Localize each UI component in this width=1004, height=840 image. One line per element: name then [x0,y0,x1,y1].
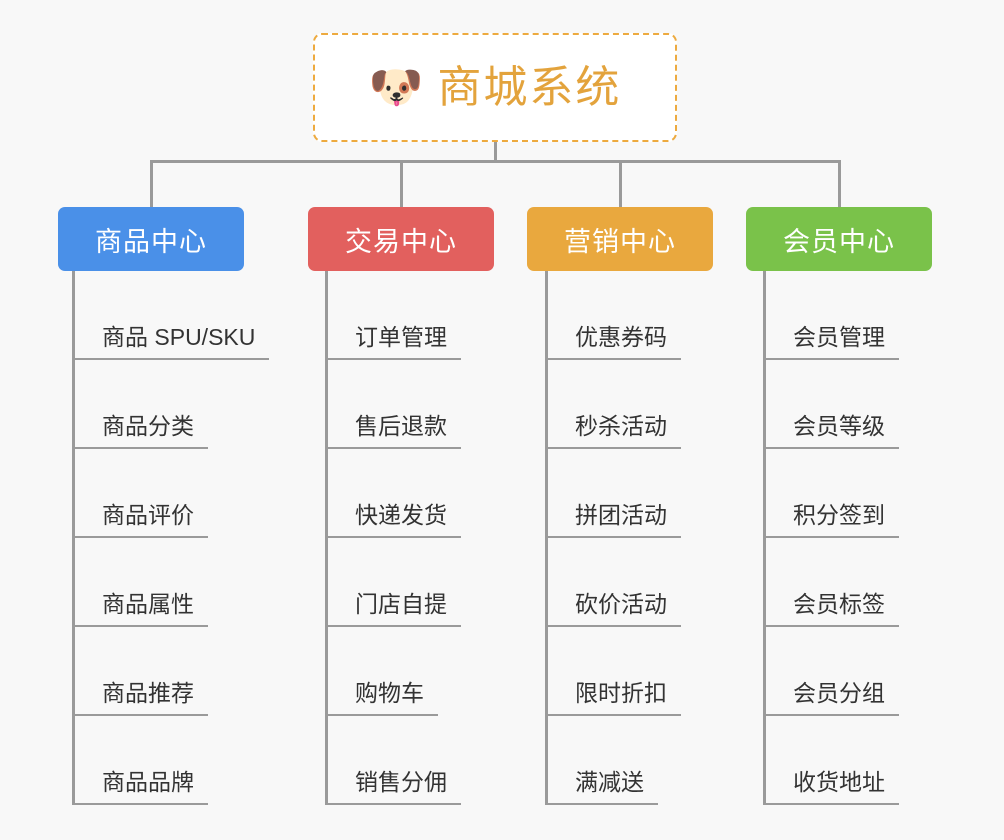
leaf-item-member-center-0[interactable]: 会员管理 [763,324,899,360]
leaf-row: 门店自提 [325,538,461,627]
leaf-item-product-center-2[interactable]: 商品评价 [72,502,208,538]
leaf-row: 收货地址 [763,716,899,805]
leaf-item-trade-center-4[interactable]: 购物车 [325,680,438,716]
leaf-item-marketing-center-3[interactable]: 砍价活动 [545,591,681,627]
leaf-row: 拼团活动 [545,449,681,538]
connector-root-stem [494,142,497,163]
shiba-dog-face-icon: 🐶 [368,61,424,113]
leaf-item-member-center-1[interactable]: 会员等级 [763,413,899,449]
category-header-trade-center[interactable]: 交易中心 [308,207,494,271]
leaf-item-marketing-center-1[interactable]: 秒杀活动 [545,413,681,449]
leaf-item-member-center-5[interactable]: 收货地址 [763,769,899,805]
leaf-row: 商品属性 [72,538,208,627]
leaf-item-product-center-3[interactable]: 商品属性 [72,591,208,627]
leaf-item-trade-center-0[interactable]: 订单管理 [325,324,461,360]
leaf-item-member-center-3[interactable]: 会员标签 [763,591,899,627]
leaf-row: 商品评价 [72,449,208,538]
category-header-label: 会员中心 [783,226,895,257]
leaf-row: 快递发货 [325,449,461,538]
leaf-row: 订单管理 [325,271,461,360]
leaf-row: 销售分佣 [325,716,461,805]
leaf-row: 商品品牌 [72,716,208,805]
leaf-row: 限时折扣 [545,627,681,716]
leaf-row: 会员等级 [763,360,899,449]
leaf-row: 积分签到 [763,449,899,538]
leaf-row: 砍价活动 [545,538,681,627]
leaf-row: 商品 SPU/SKU [72,271,270,360]
leaf-row: 满减送 [545,716,658,805]
category-header-marketing-center[interactable]: 营销中心 [527,207,713,271]
leaf-item-product-center-5[interactable]: 商品品牌 [72,769,208,805]
leaf-row: 购物车 [325,627,438,716]
root-node-title: 商城系统 [437,62,622,112]
leaf-row: 优惠券码 [545,271,681,360]
spine-trade-center [325,271,328,805]
root-node-mall-system[interactable]: 🐶 商城系统 [313,33,677,142]
spine-marketing-center [545,271,548,805]
connector-horizontal-bus [150,160,841,163]
leaf-item-product-center-0[interactable]: 商品 SPU/SKU [72,324,270,360]
leaf-row: 秒杀活动 [545,360,681,449]
connector-drop-member-center [838,160,841,207]
spine-member-center [763,271,766,805]
spine-product-center [72,271,75,805]
leaf-row: 商品推荐 [72,627,208,716]
category-header-member-center[interactable]: 会员中心 [746,207,932,271]
category-header-label: 营销中心 [564,226,676,257]
leaf-item-member-center-4[interactable]: 会员分组 [763,680,899,716]
connector-drop-product-center [150,160,153,207]
leaf-row: 售后退款 [325,360,461,449]
leaf-item-marketing-center-0[interactable]: 优惠券码 [545,324,681,360]
leaf-row: 会员标签 [763,538,899,627]
leaf-item-member-center-2[interactable]: 积分签到 [763,502,899,538]
leaf-item-marketing-center-4[interactable]: 限时折扣 [545,680,681,716]
leaf-row: 会员分组 [763,627,899,716]
leaf-item-product-center-1[interactable]: 商品分类 [72,413,208,449]
leaf-item-trade-center-5[interactable]: 销售分佣 [325,769,461,805]
connector-drop-trade-center [400,160,403,207]
category-header-label: 交易中心 [345,226,457,257]
category-header-label: 商品中心 [95,226,207,257]
leaf-item-product-center-4[interactable]: 商品推荐 [72,680,208,716]
leaf-item-trade-center-2[interactable]: 快递发货 [325,502,461,538]
leaf-item-marketing-center-2[interactable]: 拼团活动 [545,502,681,538]
leaf-item-marketing-center-5[interactable]: 满减送 [545,769,658,805]
leaf-item-trade-center-1[interactable]: 售后退款 [325,413,461,449]
leaf-row: 会员管理 [763,271,899,360]
category-header-product-center[interactable]: 商品中心 [58,207,244,271]
connector-drop-marketing-center [619,160,622,207]
leaf-item-trade-center-3[interactable]: 门店自提 [325,591,461,627]
leaf-row: 商品分类 [72,360,208,449]
